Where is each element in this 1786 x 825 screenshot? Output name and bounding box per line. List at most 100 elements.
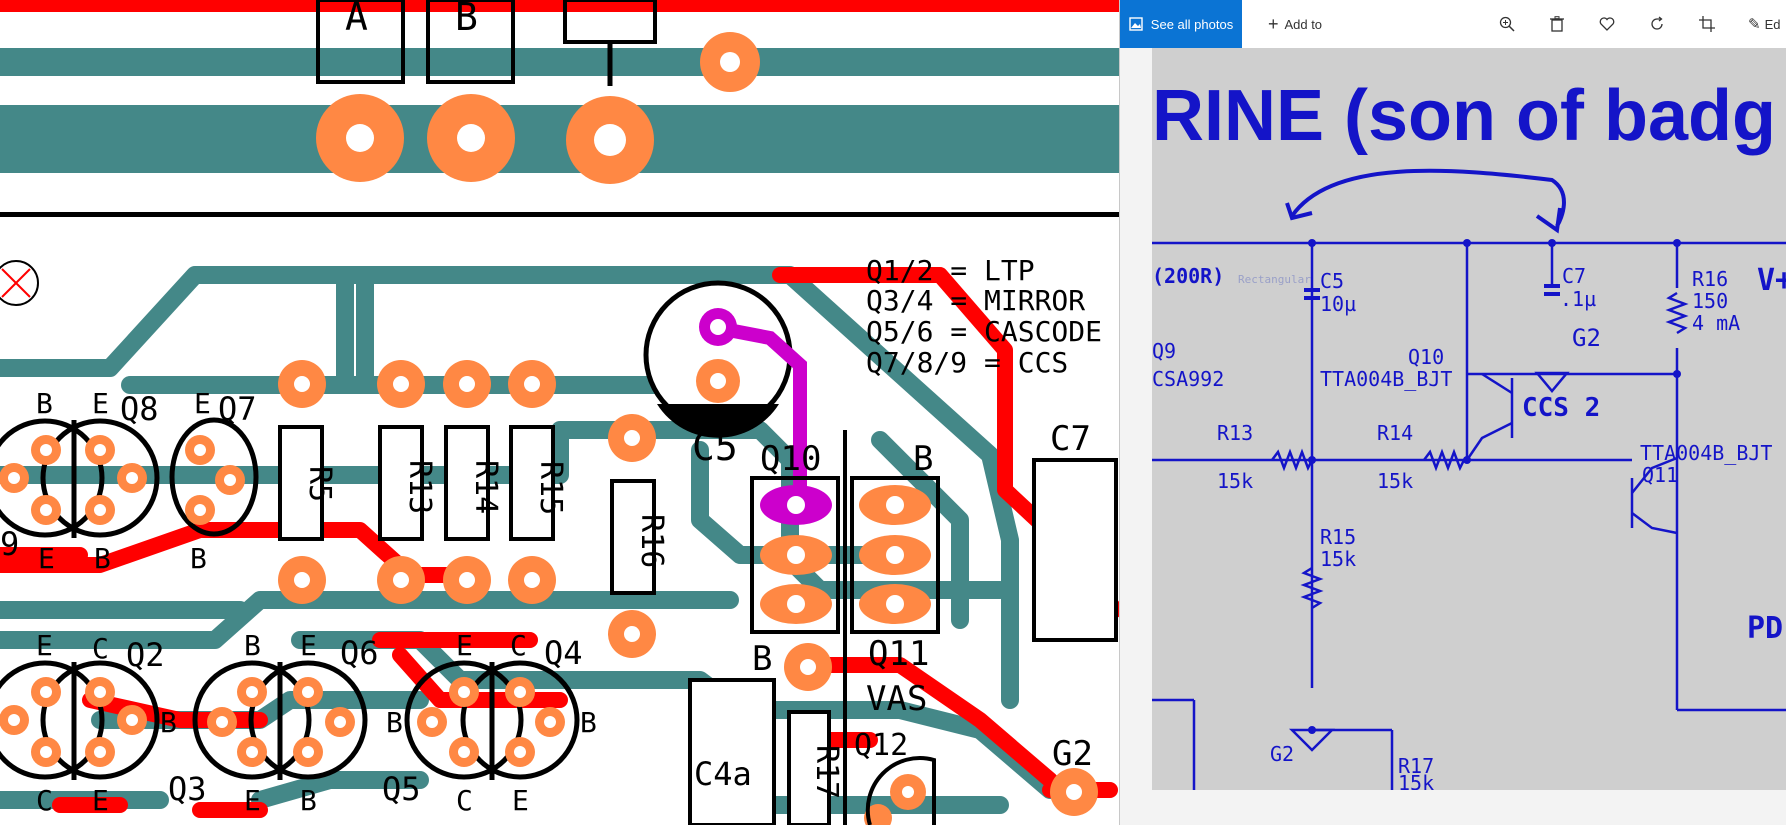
pcb-label-b-q6: B: [386, 706, 403, 739]
pcb-label-c5: C5: [692, 425, 738, 469]
heart-icon: [1599, 17, 1615, 31]
pcb-note-2: Q3/4 = MIRROR: [866, 284, 1085, 317]
pcb-label-e-q9: E: [38, 542, 55, 575]
schematic-label-g2-top: G2: [1572, 324, 1601, 352]
pcb-label-e-q2: E: [92, 784, 109, 817]
pcb-label-e-q7: E: [194, 387, 211, 420]
pcb-label-e-q5: E: [456, 629, 473, 662]
pcb-note-4: Q7/8/9 = CCS: [866, 346, 1068, 379]
schematic-label-vplus: V+: [1757, 263, 1786, 298]
schematic-label-g2-bottom: G2: [1270, 742, 1294, 766]
rotate-button[interactable]: [1635, 0, 1679, 48]
pcb-label-c-q4: C: [510, 629, 527, 662]
pcb-label-e-q6: E: [300, 629, 317, 662]
schematic-image: RINE (son of badg: [1152, 48, 1786, 790]
schematic-label-c7: C7: [1562, 264, 1586, 288]
pcb-label-b-q3: B: [244, 629, 261, 662]
schematic-label-c7-value: .1µ: [1560, 287, 1596, 311]
schematic-label-q10: Q10: [1408, 345, 1444, 369]
photos-app-window: See all photos + Add to ✎ Ed RINE (son o…: [1119, 0, 1786, 825]
pcb-label-r17: R17: [809, 745, 844, 799]
edit-icon: ✎: [1748, 16, 1761, 33]
schematic-label-r16-current: 4 mA: [1692, 311, 1740, 335]
pcb-note-3: Q5/6 = CASCODE: [866, 315, 1102, 348]
rotate-icon: [1651, 16, 1663, 30]
add-to-label: Add to: [1284, 16, 1323, 32]
schematic-label-c5: C5: [1320, 269, 1344, 293]
add-to-button[interactable]: + Add to: [1252, 0, 1338, 48]
pcb-label-c-q5: C: [456, 784, 473, 817]
pcb-layout-canvas: A B: [0, 0, 1120, 825]
schematic-label-r16: R16: [1692, 267, 1728, 291]
edit-button[interactable]: ✎ Ed: [1748, 0, 1786, 48]
pcb-label-e-q4: E: [512, 784, 529, 817]
photos-toolbar: See all photos + Add to ✎ Ed: [1120, 0, 1786, 48]
pcb-label-q10: Q10: [760, 439, 821, 479]
pcb-label-q7: Q7: [218, 390, 257, 428]
pcb-label-b-q10: B: [752, 639, 772, 679]
pcb-label-b-q9: B: [36, 387, 53, 420]
pcb-label-b-q2: B: [160, 706, 177, 739]
schematic-ghost-label: Rectangular: [1238, 273, 1311, 286]
image-icon: [1129, 17, 1143, 31]
pcb-label-r14: R14: [468, 460, 503, 514]
pcb-label-q8: Q8: [120, 390, 159, 428]
favorite-button[interactable]: [1585, 0, 1629, 48]
pcb-label-vas: VAS: [866, 679, 927, 719]
viewer-bottom-bar: [1120, 790, 1786, 825]
schematic-label-ccs2: CCS 2: [1522, 393, 1600, 423]
pcb-label-r15: R15: [533, 461, 568, 515]
top-label-a: A: [345, 0, 368, 39]
plus-icon: +: [1267, 13, 1279, 34]
pcb-label-q6: Q6: [340, 634, 379, 672]
schematic-label-q10-type: TTA004B_BJT: [1320, 367, 1452, 391]
pcb-label-b-q7: B: [190, 542, 207, 575]
pcb-label-c4a: C4a: [694, 755, 752, 793]
zoom-in-icon: [1499, 16, 1515, 32]
crop-button[interactable]: [1685, 0, 1729, 48]
schematic-label-q9: Q9: [1152, 339, 1176, 363]
see-all-photos-label: See all photos: [1150, 16, 1234, 32]
pcb-label-q11: Q11: [868, 634, 929, 674]
schematic-label-r13-value: 15k: [1217, 469, 1253, 493]
pcb-note-1: Q1/2 = LTP: [866, 254, 1035, 287]
pcb-label-b-q4b: B: [580, 706, 597, 739]
top-label-b: B: [455, 0, 478, 39]
pcb-label-g2: G2: [1052, 734, 1093, 774]
pcb-label-e-q3: E: [244, 784, 261, 817]
zoom-in-button[interactable]: [1485, 0, 1529, 48]
pcb-label-c7: C7: [1050, 419, 1091, 459]
pcb-label-r13: R13: [402, 460, 437, 514]
schematic-label-r16-value: 150: [1692, 289, 1728, 313]
pcb-label-q4: Q4: [544, 634, 583, 672]
delete-button[interactable]: [1535, 0, 1579, 48]
pcb-label-r16: R16: [634, 514, 669, 568]
pcb-label-c-q1: C: [36, 784, 53, 817]
schematic-label-q9-type: CSA992: [1152, 367, 1224, 391]
pcb-label-q2: Q2: [126, 636, 165, 674]
photo-viewer: RINE (son of badg: [1152, 48, 1786, 790]
pcb-label-e-q1: E: [36, 629, 53, 662]
pcb-label-b-q11: B: [913, 439, 933, 479]
see-all-photos-button[interactable]: See all photos: [1120, 0, 1242, 48]
pcb-label-q12: Q12: [854, 728, 908, 763]
schematic-label-r14: R14: [1377, 421, 1413, 445]
pcb-label-q3: Q3: [168, 770, 207, 808]
close-marker-icon: [0, 260, 39, 306]
schematic-label-pd: PD: [1747, 611, 1783, 646]
pcb-label-9: 9: [0, 525, 19, 563]
edit-label: Ed: [1764, 16, 1781, 32]
delete-icon: [1550, 16, 1564, 32]
schematic-label-r15-value: 15k: [1320, 547, 1356, 571]
schematic-label-q11: Q11: [1642, 463, 1678, 487]
pcb-label-b-q4: B: [300, 784, 317, 817]
schematic-label-c5-value: 10µ: [1320, 292, 1356, 316]
schematic-title: RINE (son of badg: [1152, 76, 1776, 156]
schematic-label-r14-value: 15k: [1377, 469, 1413, 493]
crop-icon: [1699, 16, 1715, 32]
schematic-label-200r: (200R): [1152, 264, 1224, 288]
schematic-label-q11-type: TTA004B_BJT: [1640, 441, 1772, 465]
pcb-label-e-q8: E: [92, 387, 109, 420]
schematic-label-r13: R13: [1217, 421, 1253, 445]
schematic-label-r17: R17: [1398, 754, 1434, 778]
